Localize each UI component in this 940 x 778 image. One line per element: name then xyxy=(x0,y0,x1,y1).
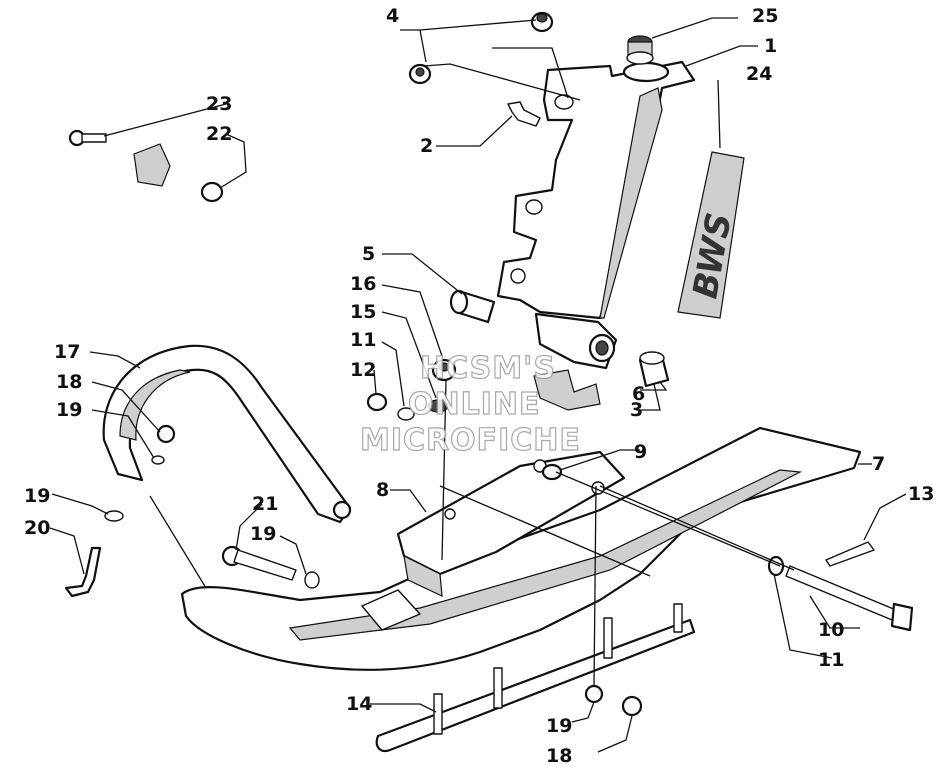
callout-10: 10 xyxy=(818,619,844,641)
callout-23: 23 xyxy=(206,93,232,115)
nut-18-handle xyxy=(156,424,176,444)
callout-5: 5 xyxy=(362,243,375,265)
callout-11-lower: 11 xyxy=(818,649,844,671)
decal-24: BWS xyxy=(677,151,745,319)
washer-19-mid xyxy=(304,571,320,589)
nut-16 xyxy=(431,358,457,382)
callout-19-left: 19 xyxy=(24,485,50,507)
callout-6: 6 xyxy=(632,383,645,405)
callout-7: 7 xyxy=(872,453,885,475)
bolt-10 xyxy=(785,565,914,632)
decal-label: BWS xyxy=(685,210,739,302)
callout-17: 17 xyxy=(54,341,80,363)
callout-15: 15 xyxy=(350,301,376,323)
spindle-lower-block xyxy=(534,312,618,370)
ski-handle-17 xyxy=(102,344,352,524)
callout-21: 21 xyxy=(252,493,278,515)
callout-9: 9 xyxy=(634,441,647,463)
nut-4-lower xyxy=(408,63,432,85)
callout-labels: 4 25 1 24 23 22 2 5 16 15 11 17 12 18 6 … xyxy=(24,5,934,767)
callout-11-upper: 11 xyxy=(350,329,376,351)
callout-1: 1 xyxy=(764,35,777,57)
callout-18-handle: 18 xyxy=(56,371,82,393)
washer-19-bottom xyxy=(584,684,604,704)
washer-9 xyxy=(541,463,563,481)
washer-15 xyxy=(427,399,449,413)
bushing-5 xyxy=(449,289,496,324)
washer-11-lower xyxy=(767,555,785,577)
wear-bar-14 xyxy=(375,603,696,753)
callout-8: 8 xyxy=(376,479,389,501)
callout-19-mid: 19 xyxy=(250,523,276,545)
nut-18-bottom xyxy=(621,695,643,717)
rubber-block-6 xyxy=(533,369,601,411)
cotter-pin-13 xyxy=(825,541,875,567)
washer-11-upper xyxy=(397,407,415,421)
nut-4-upper xyxy=(530,11,554,33)
callout-14: 14 xyxy=(346,693,372,715)
watermark-line-3: MICROFICHE xyxy=(360,423,581,458)
callout-4: 4 xyxy=(386,5,399,27)
clamp-22 xyxy=(133,143,171,187)
nut-22 xyxy=(200,181,224,203)
callout-3: 3 xyxy=(630,399,643,421)
grease-fitting-2 xyxy=(507,101,541,127)
leader-lines xyxy=(49,17,907,753)
callout-19-bottom: 19 xyxy=(546,715,572,737)
callout-22: 22 xyxy=(206,123,232,145)
callout-20: 20 xyxy=(24,517,50,539)
nut-12 xyxy=(366,392,388,412)
callout-16: 16 xyxy=(350,273,376,295)
callout-18-bottom: 18 xyxy=(546,745,572,767)
bolt-21 xyxy=(221,545,297,581)
bolt-20 xyxy=(64,546,102,598)
bolt-23 xyxy=(68,129,107,147)
callout-2: 2 xyxy=(420,135,433,157)
callout-12: 12 xyxy=(350,359,376,381)
watermark: HCSM'S ONLINE MICROFICHE xyxy=(359,350,581,458)
saddle-8 xyxy=(396,450,626,597)
watermark-line-2: ONLINE xyxy=(408,387,541,422)
washer-19-handle xyxy=(151,455,165,465)
washer-19-left xyxy=(104,510,124,522)
cap-25 xyxy=(626,35,654,65)
callout-25: 25 xyxy=(752,5,778,27)
callout-24: 24 xyxy=(746,63,772,85)
watermark-line-1: HCSM'S xyxy=(420,351,556,386)
callout-13: 13 xyxy=(908,483,934,505)
spindle-housing xyxy=(496,60,696,320)
ski-7 xyxy=(180,426,862,671)
callout-19-handle: 19 xyxy=(56,399,82,421)
bushing-3 xyxy=(638,351,670,388)
